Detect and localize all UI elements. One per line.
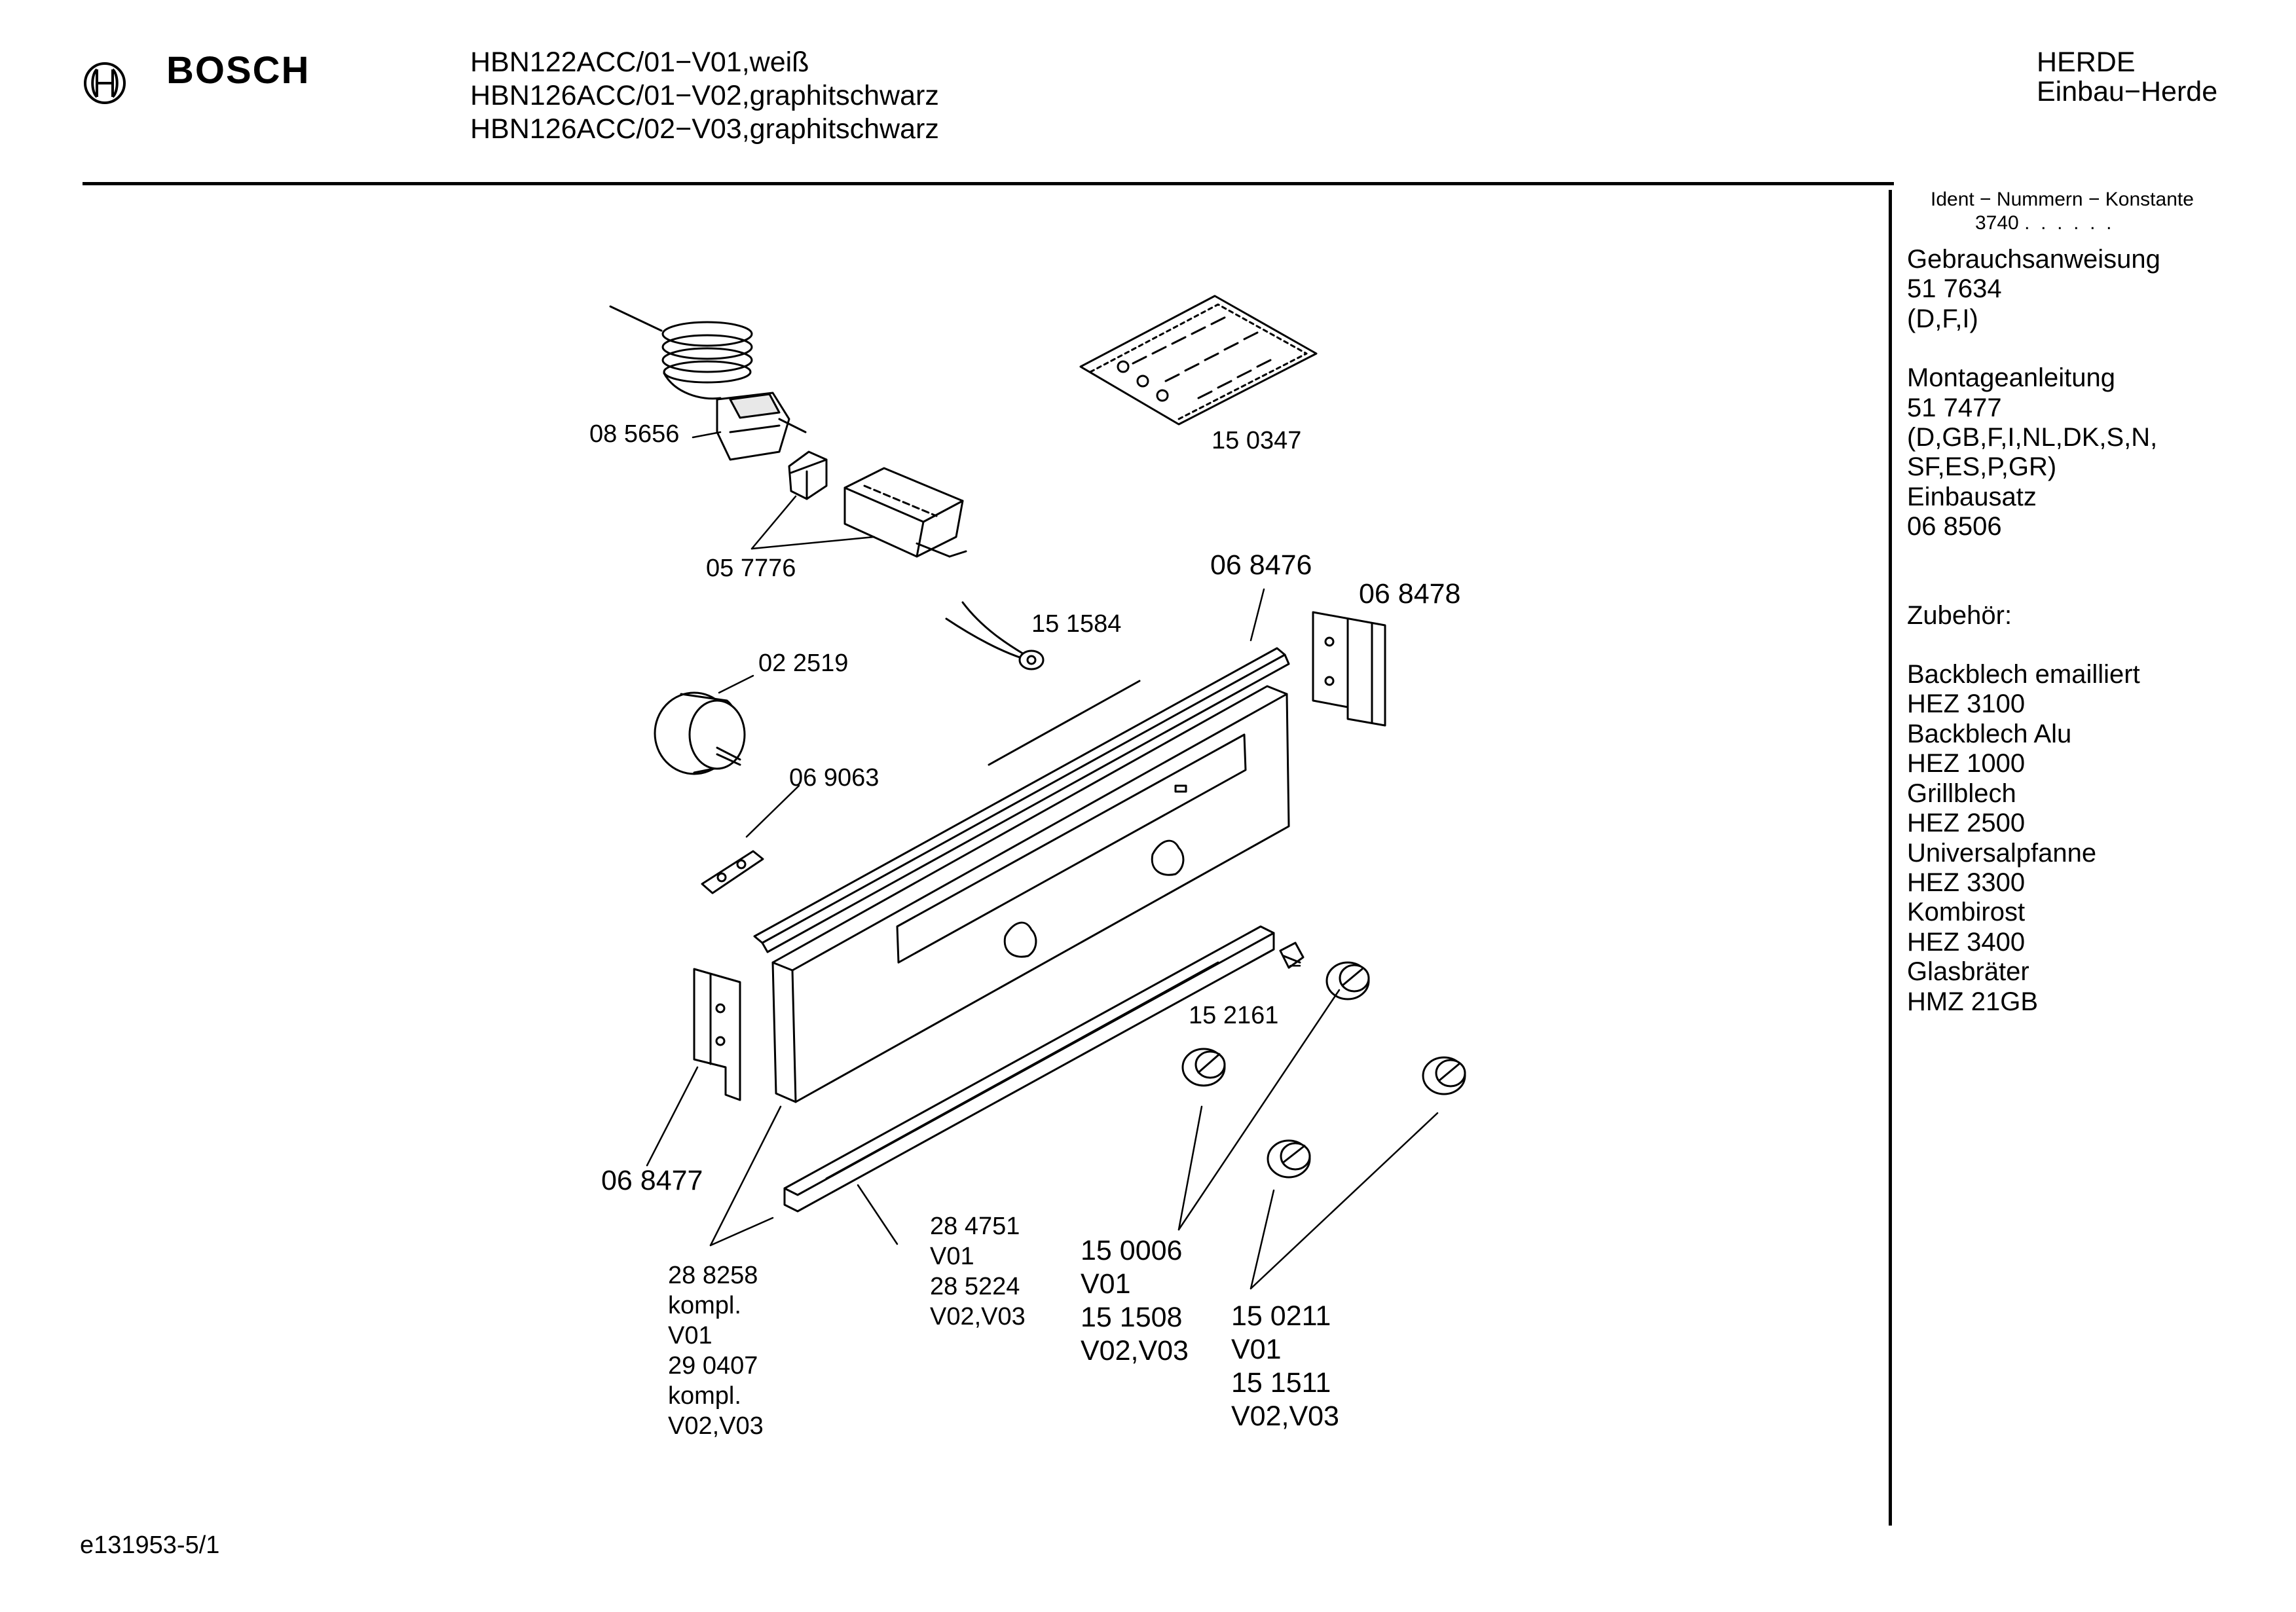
- knob-part: [1422, 1056, 1466, 1095]
- sidebar-line: Grillblech: [1907, 779, 2016, 808]
- model-line: HBN126ACC/02−V03,graphitschwarz: [470, 113, 939, 145]
- sidebar-line: Backblech Alu: [1907, 719, 2072, 748]
- part-label: V02,V03: [1231, 1401, 1339, 1432]
- clip-part: [788, 450, 828, 500]
- sidebar-line: HMZ 21GB: [1907, 987, 2039, 1016]
- category-line: Einbau−Herde: [2037, 76, 2218, 107]
- part-label-group: 15 0006 V01 15 1508 V02,V03: [1081, 1234, 1189, 1368]
- sidebar-line: 51 7477: [1907, 393, 2002, 422]
- sidebar-line: 06 8506: [1907, 512, 2002, 541]
- part-label: V02,V03: [1081, 1335, 1189, 1366]
- sidebar-line: Universalpfanne: [1907, 838, 2097, 868]
- part-label: 05 7776: [706, 555, 796, 582]
- part-label: 15 1511: [1231, 1367, 1331, 1399]
- sidebar-line: HEZ 1000: [1907, 749, 2026, 779]
- sidebar-notes: Gebrauchsanweisung 51 7634 (D,F,I) Monta…: [1907, 245, 2160, 1017]
- part-label: V02,V03: [668, 1412, 764, 1440]
- part-label: 15 1508: [1081, 1302, 1183, 1333]
- knob-clip-part: [1279, 942, 1305, 969]
- bosch-logo-icon: [77, 50, 126, 104]
- part-label: V01: [930, 1243, 974, 1270]
- part-label: kompl.: [668, 1382, 741, 1410]
- part-label-group: 28 4751 V01 28 5224 V02,V03: [930, 1211, 1026, 1332]
- ident-value: 3740 . . . . . .: [1975, 212, 2112, 234]
- top-strip-part: [753, 647, 1290, 953]
- part-label: 06 8476: [1210, 549, 1312, 581]
- knob-part: [1267, 1139, 1311, 1179]
- leader-lines: [646, 431, 1439, 1290]
- category-heading: HERDE Einbau−Herde: [2037, 46, 2217, 109]
- part-label: 15 1584: [1031, 610, 1122, 638]
- part-label: 06 9063: [789, 764, 880, 792]
- thermostat-part: [609, 305, 807, 461]
- knob-part: [1181, 1048, 1226, 1087]
- sidebar-line: (D,F,I): [1907, 304, 1978, 333]
- sidebar-line: Gebrauchsanweisung: [1907, 245, 2160, 274]
- part-label: 06 8478: [1359, 578, 1461, 610]
- sidebar-line: SF,ES,P,GR): [1907, 452, 2057, 482]
- control-panel-part: [771, 680, 1290, 1103]
- part-label: kompl.: [668, 1292, 741, 1319]
- ident-label: Ident − Nummern − Konstante: [1931, 189, 2194, 210]
- part-label: 29 0407: [668, 1352, 758, 1380]
- part-label: 15 0006: [1081, 1235, 1183, 1266]
- part-label: V01: [1081, 1268, 1131, 1300]
- sidebar-line: (D,GB,F,I,NL,DK,S,N,: [1907, 423, 2158, 452]
- part-label: V02,V03: [930, 1303, 1026, 1330]
- model-list: HBN122ACC/01−V01,weiß HBN126ACC/01−V02,g…: [470, 46, 939, 146]
- knob-part: [1325, 961, 1370, 1000]
- part-label: 28 8258: [668, 1262, 758, 1289]
- model-line: HBN122ACC/01−V01,weiß: [470, 46, 809, 78]
- brand-name: BOSCH: [166, 49, 310, 92]
- motor-part: [654, 691, 746, 775]
- part-label: 02 2519: [758, 650, 849, 677]
- sidebar-divider: [1889, 190, 1892, 1526]
- bracket-plate-part: [701, 850, 764, 894]
- screw-bag-part: [1079, 295, 1318, 426]
- part-label: 15 0211: [1231, 1300, 1331, 1332]
- model-line: HBN126ACC/01−V02,graphitschwarz: [470, 80, 939, 111]
- document-id: e131953-5/1: [80, 1531, 220, 1559]
- sidebar-line: Einbausatz: [1907, 482, 2037, 511]
- header-divider: [83, 182, 1894, 185]
- part-label: 28 5224: [930, 1273, 1020, 1300]
- sidebar-line: Kombirost: [1907, 898, 2026, 927]
- right-bracket-part: [1312, 611, 1386, 727]
- part-label: 15 0347: [1212, 427, 1302, 454]
- part-label-group: 28 8258 kompl. V01 29 0407 kompl. V02,V0…: [668, 1260, 764, 1441]
- part-label: V01: [668, 1322, 713, 1349]
- lamp-cable-part: [945, 601, 1045, 670]
- sidebar-line: Zubehör:: [1907, 600, 2012, 630]
- sidebar-line: HEZ 3300: [1907, 868, 2026, 897]
- category-line: HERDE: [2037, 46, 2136, 78]
- sidebar-line: HEZ 2500: [1907, 809, 2026, 838]
- part-label: 28 4751: [930, 1213, 1020, 1240]
- switch-part: [843, 467, 967, 558]
- trim-strip-part: [783, 925, 1275, 1213]
- sidebar-line: HEZ 3400: [1907, 927, 2026, 957]
- part-label: V01: [1231, 1334, 1282, 1365]
- left-bracket-part: [693, 968, 741, 1101]
- part-label: 15 2161: [1189, 1002, 1279, 1029]
- sidebar-line: HEZ 3100: [1907, 689, 2026, 719]
- sidebar-line: Backblech emailliert: [1907, 660, 2140, 689]
- sidebar-line: Montageanleitung: [1907, 363, 2116, 393]
- part-label: 06 8477: [601, 1165, 703, 1196]
- part-label: 08 5656: [589, 420, 680, 448]
- sidebar-line: 51 7634: [1907, 274, 2002, 304]
- part-label-group: 15 0211 V01 15 1511 V02,V03: [1231, 1300, 1339, 1433]
- sidebar-line: Glasbräter: [1907, 957, 2029, 987]
